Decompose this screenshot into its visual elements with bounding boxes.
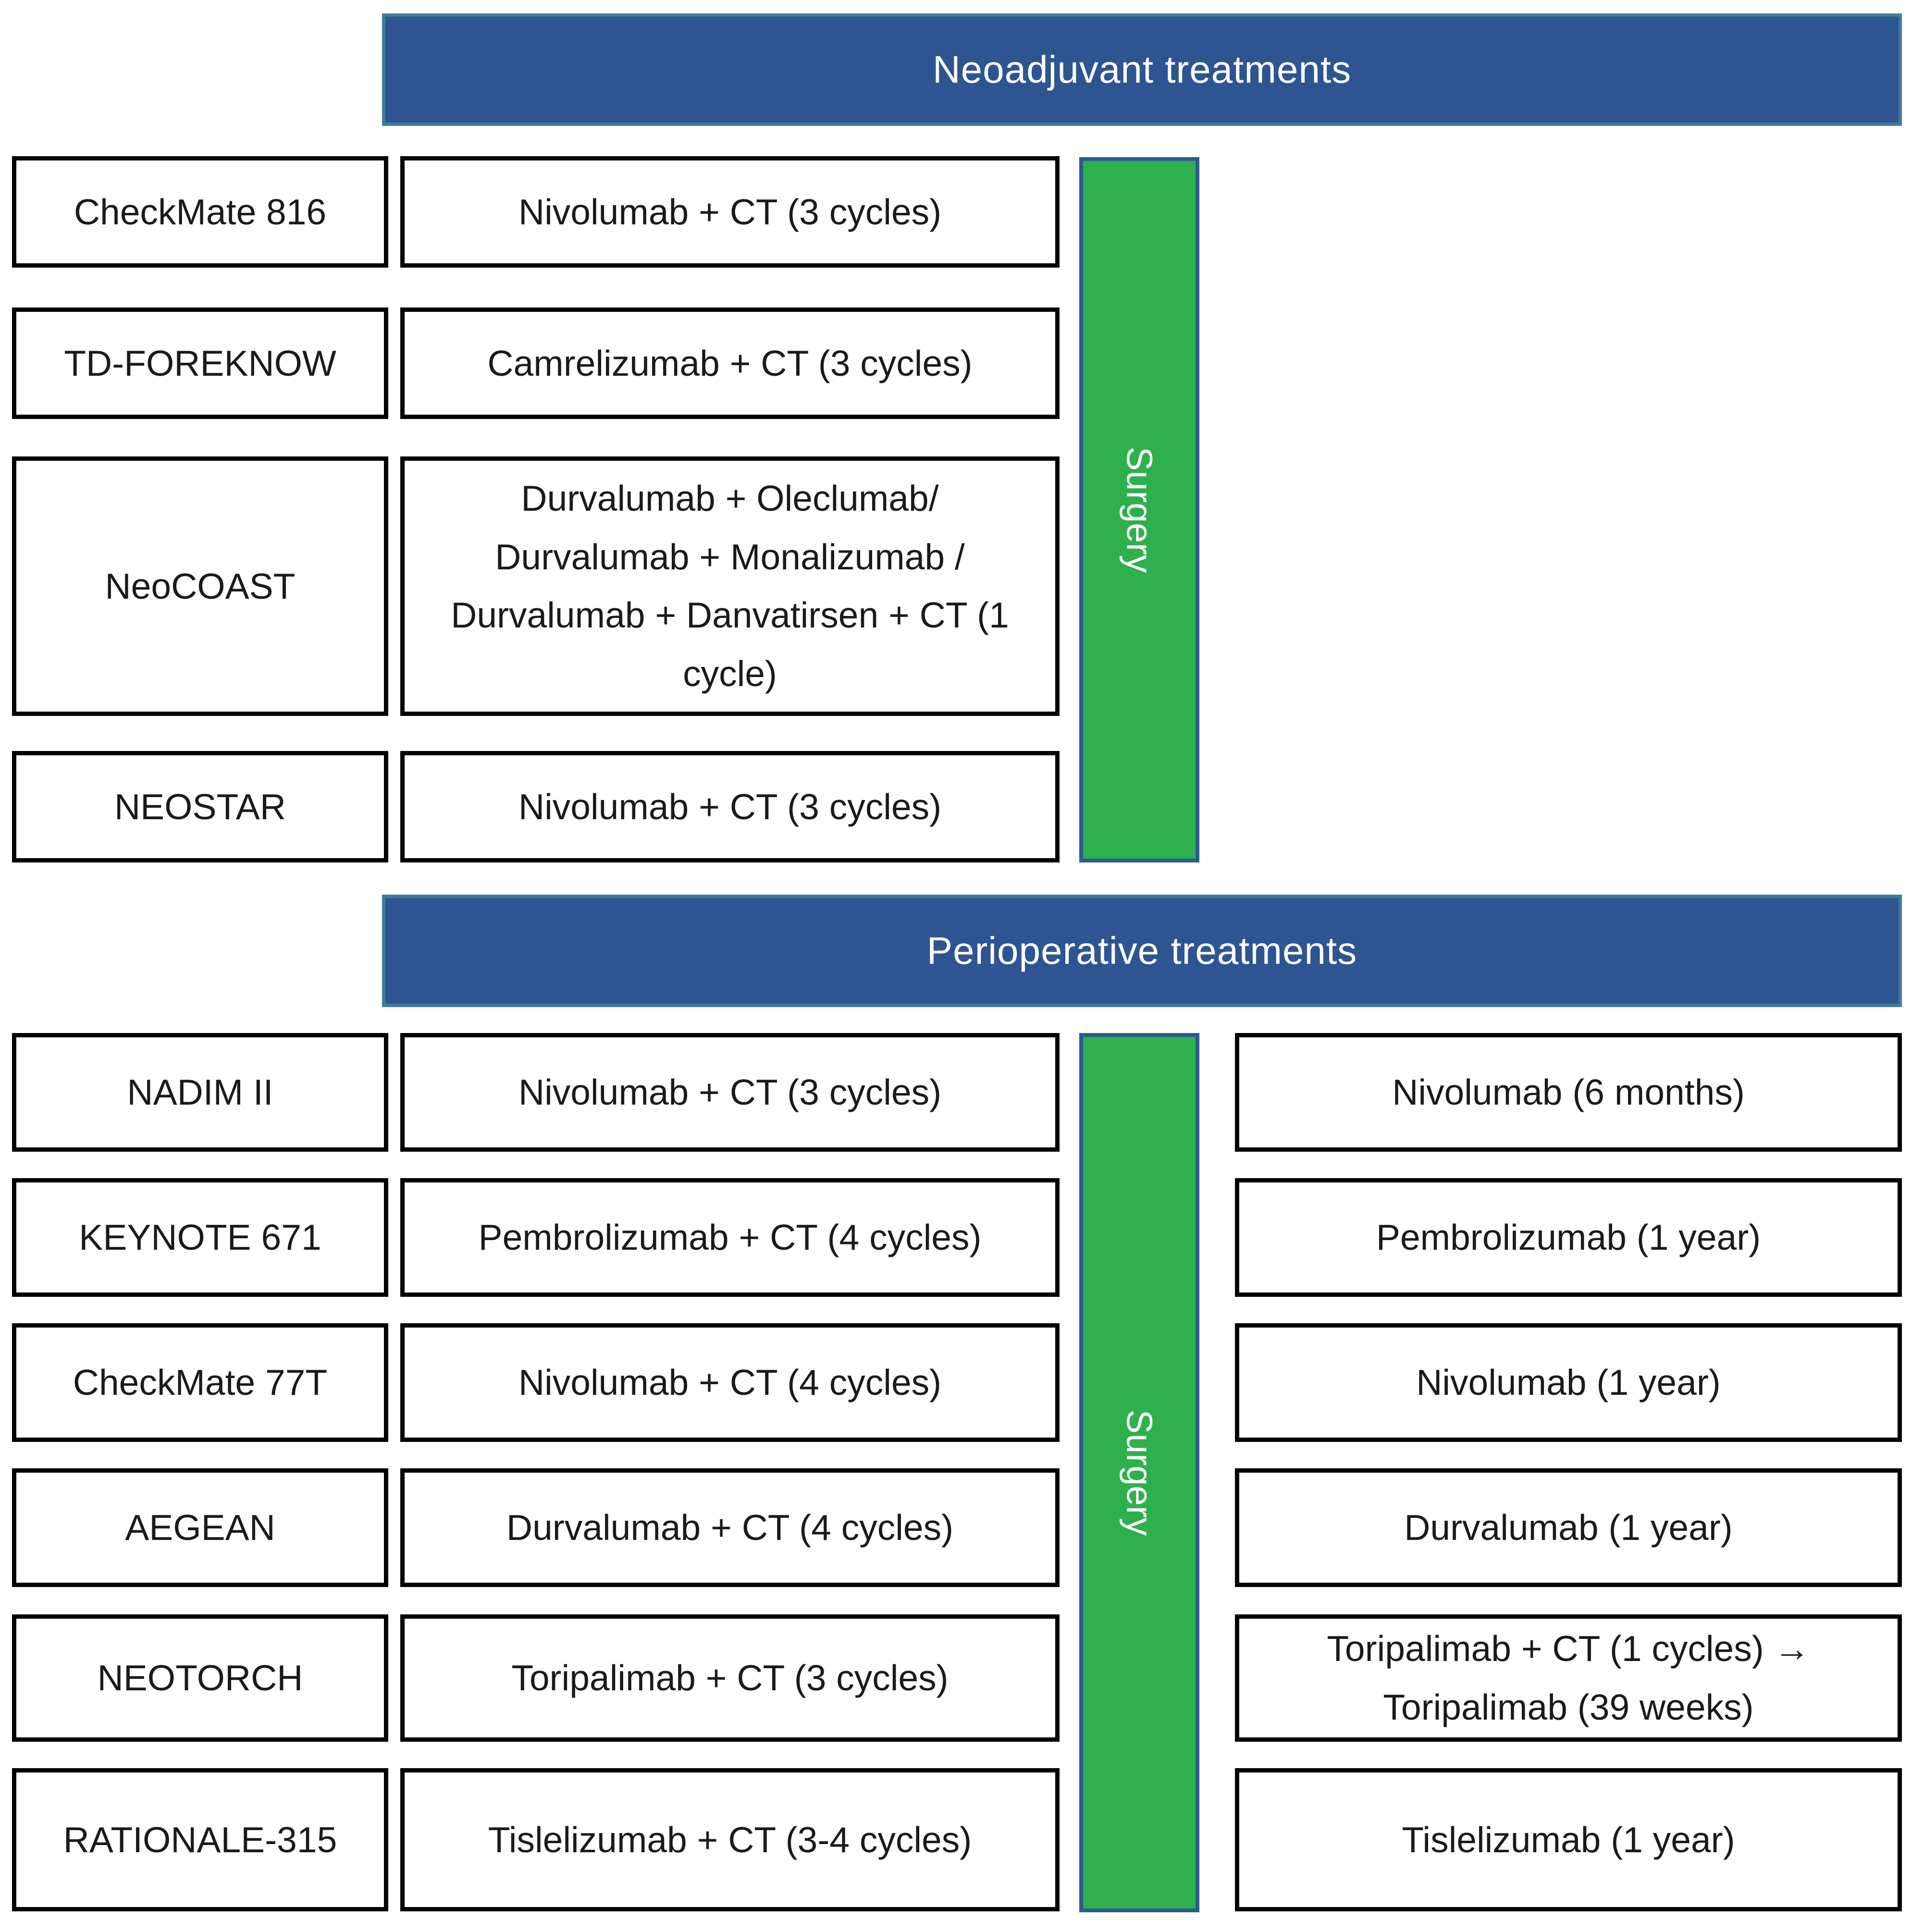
- trial-box-neostar: NEOSTAR: [12, 751, 388, 862]
- adjuvant-box-neotorch: Toripalimab + CT (1 cycles) → Toripalima…: [1235, 1614, 1902, 1742]
- treatment-box-neotorch: Toripalimab + CT (3 cycles): [400, 1614, 1060, 1742]
- neoadjuvant-header: Neoadjuvant treatments: [382, 13, 1902, 126]
- treatment-box-keynote-671: Pembrolizumab + CT (4 cycles): [400, 1178, 1060, 1297]
- treatment-box-checkmate-816: Nivolumab + CT (3 cycles): [400, 156, 1060, 268]
- treatment-box-rationale-315: Tislelizumab + CT (3-4 cycles): [400, 1768, 1060, 1911]
- trial-box-neotorch: NEOTORCH: [12, 1614, 388, 1742]
- treatment-box-aegean: Durvalumab + CT (4 cycles): [400, 1468, 1060, 1587]
- trial-box-aegean: AEGEAN: [12, 1468, 388, 1587]
- treatment-box-checkmate-77t: Nivolumab + CT (4 cycles): [400, 1323, 1060, 1442]
- trial-box-neocoast: NeoCOAST: [12, 456, 388, 716]
- treatment-box-td-foreknow: Camrelizumab + CT (3 cycles): [400, 308, 1060, 419]
- trial-box-rationale-315: RATIONALE-315: [12, 1768, 388, 1911]
- trial-box-nadim-ii: NADIM II: [12, 1033, 388, 1152]
- surgery-bar-neoadjuvant: Surgery: [1079, 157, 1199, 862]
- adjuvant-box-rationale-315: Tislelizumab (1 year): [1235, 1768, 1902, 1911]
- trial-box-checkmate-77t: CheckMate 77T: [12, 1323, 388, 1442]
- surgery-label: Surgery: [1119, 446, 1159, 573]
- adjuvant-box-nadim-ii: Nivolumab (6 months): [1235, 1033, 1902, 1152]
- adjuvant-box-checkmate-77t: Nivolumab (1 year): [1235, 1323, 1902, 1442]
- treatment-box-neostar: Nivolumab + CT (3 cycles): [400, 751, 1060, 862]
- adjuvant-box-aegean: Durvalumab (1 year): [1235, 1468, 1902, 1587]
- adjuvant-box-keynote-671: Pembrolizumab (1 year): [1235, 1178, 1902, 1297]
- trial-box-keynote-671: KEYNOTE 671: [12, 1178, 388, 1297]
- treatment-box-neocoast: Durvalumab + Oleclumab/ Durvalumab + Mon…: [400, 456, 1060, 716]
- trial-box-td-foreknow: TD-FOREKNOW: [12, 308, 388, 419]
- surgery-label: Surgery: [1119, 1409, 1159, 1536]
- surgery-bar-perioperative: Surgery: [1079, 1033, 1199, 1912]
- perioperative-header: Perioperative treatments: [382, 895, 1902, 1007]
- treatment-box-nadim-ii: Nivolumab + CT (3 cycles): [400, 1033, 1060, 1152]
- trial-box-checkmate-816: CheckMate 816: [12, 156, 388, 268]
